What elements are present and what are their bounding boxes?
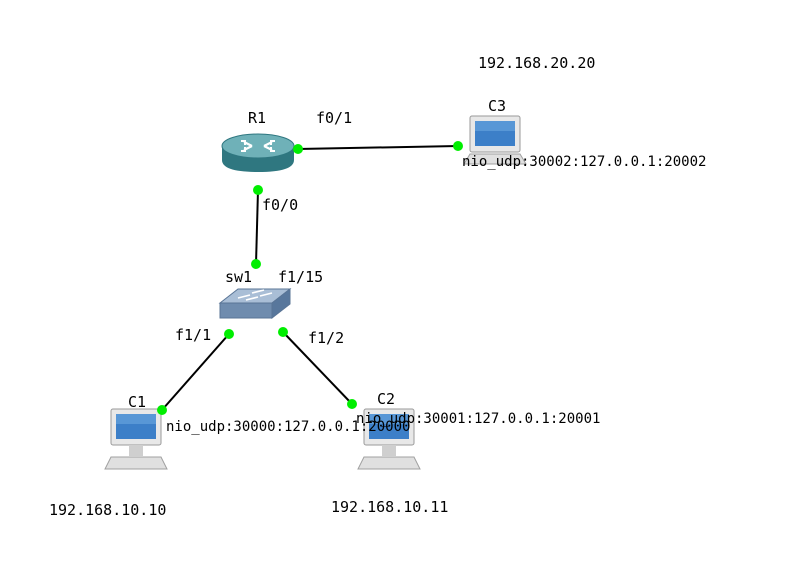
link-r1-sw1[interactable] bbox=[255, 189, 259, 265]
computer-icon[interactable] bbox=[104, 408, 168, 470]
port-dot-r1-f0-1 bbox=[293, 144, 303, 154]
port-dot-c2 bbox=[347, 399, 357, 409]
link-r1-c3[interactable] bbox=[297, 145, 459, 150]
ip-label-c3: 192.168.20.20 bbox=[478, 54, 596, 72]
link-sw1-c1[interactable] bbox=[161, 333, 230, 411]
node-label-c1: C1 bbox=[128, 393, 147, 411]
node-label-c3: C3 bbox=[488, 97, 507, 115]
port-dot-sw1-f1-15 bbox=[251, 259, 261, 269]
port-label-sw1-f1-1: f1/1 bbox=[175, 326, 212, 344]
nio-label-c3: nio_udp:30002:127.0.0.1:20002 bbox=[462, 154, 707, 170]
port-label-r1-f0-0: f0/0 bbox=[262, 196, 299, 214]
link-sw1-c2[interactable] bbox=[282, 331, 353, 405]
switch-icon[interactable] bbox=[218, 287, 292, 320]
port-dot-c1 bbox=[157, 405, 167, 415]
router-icon[interactable] bbox=[221, 133, 295, 172]
ip-label-c2: 192.168.10.11 bbox=[331, 498, 449, 516]
ip-label-c1: 192.168.10.10 bbox=[49, 501, 167, 519]
port-dot-sw1-f1-1 bbox=[224, 329, 234, 339]
node-label-sw1: sw1 bbox=[225, 268, 253, 286]
computer-icon[interactable] bbox=[357, 408, 421, 470]
nio-label-c2: nio_udp:30001:127.0.0.1:20001 bbox=[356, 411, 601, 427]
port-label-sw1-f1-2: f1/2 bbox=[308, 329, 345, 347]
node-label-c2: C2 bbox=[377, 390, 396, 408]
port-dot-sw1-f1-2 bbox=[278, 327, 288, 337]
port-label-sw1-f1-15: f1/15 bbox=[278, 268, 324, 286]
port-label-r1-f0-1: f0/1 bbox=[316, 109, 353, 127]
node-label-r1: R1 bbox=[248, 109, 267, 127]
port-dot-r1-f0-0 bbox=[253, 185, 263, 195]
port-dot-c3 bbox=[453, 141, 463, 151]
nio-label-c1: nio_udp:30000:127.0.0.1:20000 bbox=[166, 419, 411, 435]
computer-icon[interactable] bbox=[463, 115, 527, 165]
